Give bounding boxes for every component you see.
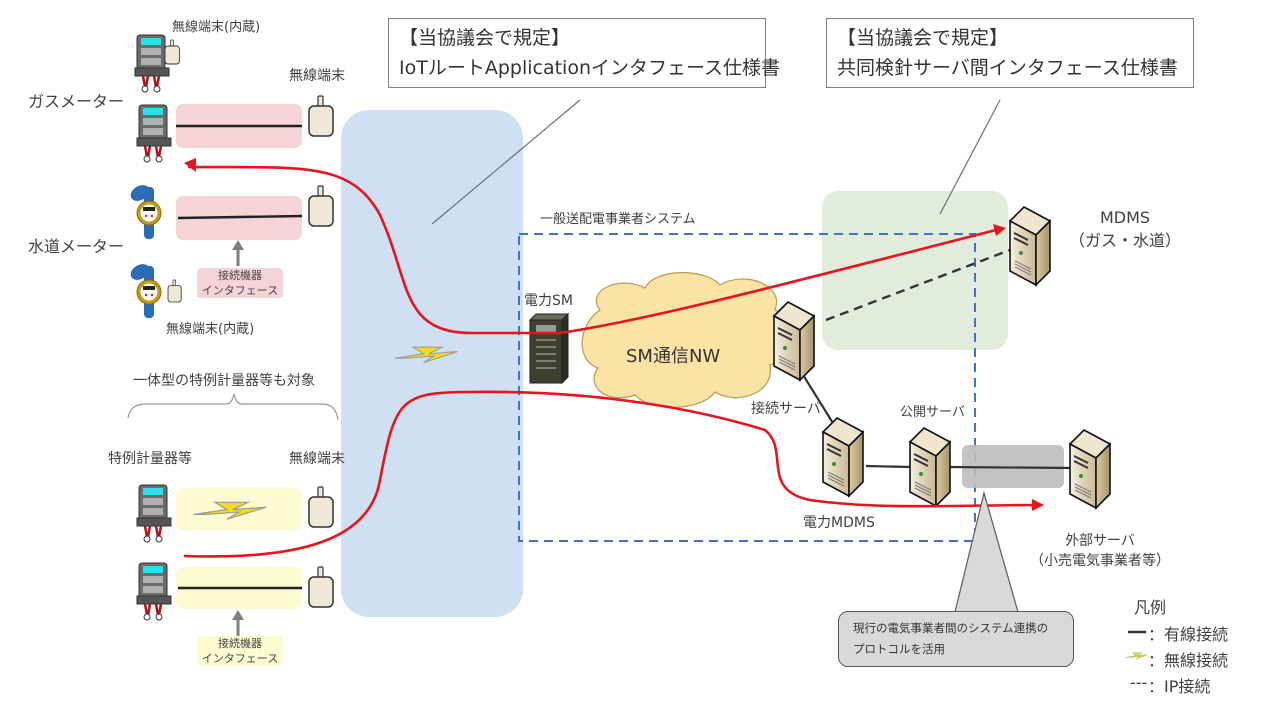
- mdms-gas-water-label: MDMS （ガス・水道）: [1068, 208, 1181, 250]
- gas-terminal-label: 無線端末: [289, 68, 345, 84]
- spec-box-iot-route: 【当協議会で規定】 IoTルートApplicationインタフェース仕様書: [388, 18, 781, 88]
- gas-meter-label: ガスメーター: [28, 92, 125, 111]
- wireless-terminal-icon: [308, 566, 334, 608]
- system-title: 一般送配電事業者システム: [540, 212, 696, 227]
- water-builtin-terminal-label: 無線端末(内蔵): [166, 322, 255, 337]
- route-special: [183, 390, 1041, 558]
- arrow-right-icon: [1032, 499, 1044, 511]
- builtin-terminal-icon: [164, 39, 180, 65]
- power-sm-label: 電力SM: [524, 293, 573, 309]
- gas-builtin-terminal-label: 無線端末(内蔵): [172, 20, 261, 35]
- power-mdms-server-icon: [822, 417, 864, 497]
- water-interface-label: 接続機器 インタフェース: [197, 268, 283, 298]
- wireless-terminal-icon: [308, 185, 334, 227]
- arrow-up-icon: [232, 610, 244, 620]
- arrow-left-icon: [184, 158, 196, 172]
- legend-title: 凡例: [1134, 598, 1167, 617]
- arrow-up-icon: [232, 240, 244, 250]
- legend-ip-label: ：IP接続: [1148, 677, 1211, 696]
- water-meter-builtin-icon: [127, 260, 162, 319]
- legend-wireless-icon: [1125, 652, 1148, 660]
- arrow-right-icon: [993, 224, 1006, 236]
- legend-ip-symbol: ---: [1130, 673, 1148, 692]
- route-gas: [187, 165, 997, 335]
- gas-water-mdms-server-icon: [1009, 206, 1051, 286]
- wireless-zone: [341, 110, 523, 617]
- spec-pointer-2: [939, 99, 1001, 215]
- gas-meter-icon: [135, 103, 173, 164]
- external-server-icon: [1069, 429, 1111, 509]
- power-sm-icon: [528, 312, 570, 385]
- water-meter-icon: [127, 181, 162, 240]
- builtin-terminal-icon: [167, 279, 182, 303]
- spec-box-title: IoTルートApplicationインタフェース仕様書: [399, 57, 781, 79]
- system-boundary: [518, 233, 976, 542]
- group-brace: [127, 393, 339, 421]
- external-server-label: 外部サーバ （小売電気事業者等）: [1030, 533, 1170, 569]
- mdms-zone: [822, 191, 1008, 350]
- group-note: 一体型の特例計量器等も対象: [133, 373, 315, 389]
- spec-box-server-interface: 【当協議会で規定】 共同検針サーバ間インタフェース仕様書: [826, 18, 1194, 88]
- water-meter-label: 水道メーター: [28, 237, 125, 256]
- protocol-callout: 現行の電気事業者間のシステム連携の プロトコルを活用: [838, 611, 1074, 667]
- connection-server-label: 接続サーバ: [751, 401, 821, 417]
- special-meter-icon: [135, 483, 173, 544]
- special-interface-label: 接続機器 インタフェース: [197, 636, 283, 666]
- wireless-terminal-icon: [308, 486, 334, 528]
- legend-wired-label: ：有線接続: [1148, 625, 1229, 644]
- sm-network-cloud: [581, 272, 792, 408]
- connection-server-icon: [773, 301, 815, 381]
- sm-network-label: SM通信NW: [626, 346, 721, 367]
- ip-link: [825, 248, 1011, 322]
- spec-pointer-1: [431, 99, 581, 225]
- legend-wireless-label: ：無線接続: [1148, 651, 1229, 670]
- spec-box-heading: 【当協議会で規定】: [837, 27, 1009, 49]
- power-mdms-label: 電力MDMS: [803, 515, 875, 531]
- special-meter-label: 特例計量器等: [108, 451, 192, 467]
- gas-meter-builtin-icon: [133, 33, 171, 94]
- wireless-terminal-icon: [308, 95, 334, 137]
- special-meter-wired-icon: [135, 561, 173, 622]
- spec-box-title: 共同検針サーバ間インタフェース仕様書: [837, 57, 1178, 79]
- special-terminal-label: 無線端末: [289, 451, 345, 467]
- callout-pointer: [954, 490, 1019, 613]
- public-server-icon: [909, 427, 951, 507]
- spec-box-heading: 【当協議会で規定】: [399, 27, 571, 49]
- public-server-label: 公開サーバ: [900, 405, 965, 420]
